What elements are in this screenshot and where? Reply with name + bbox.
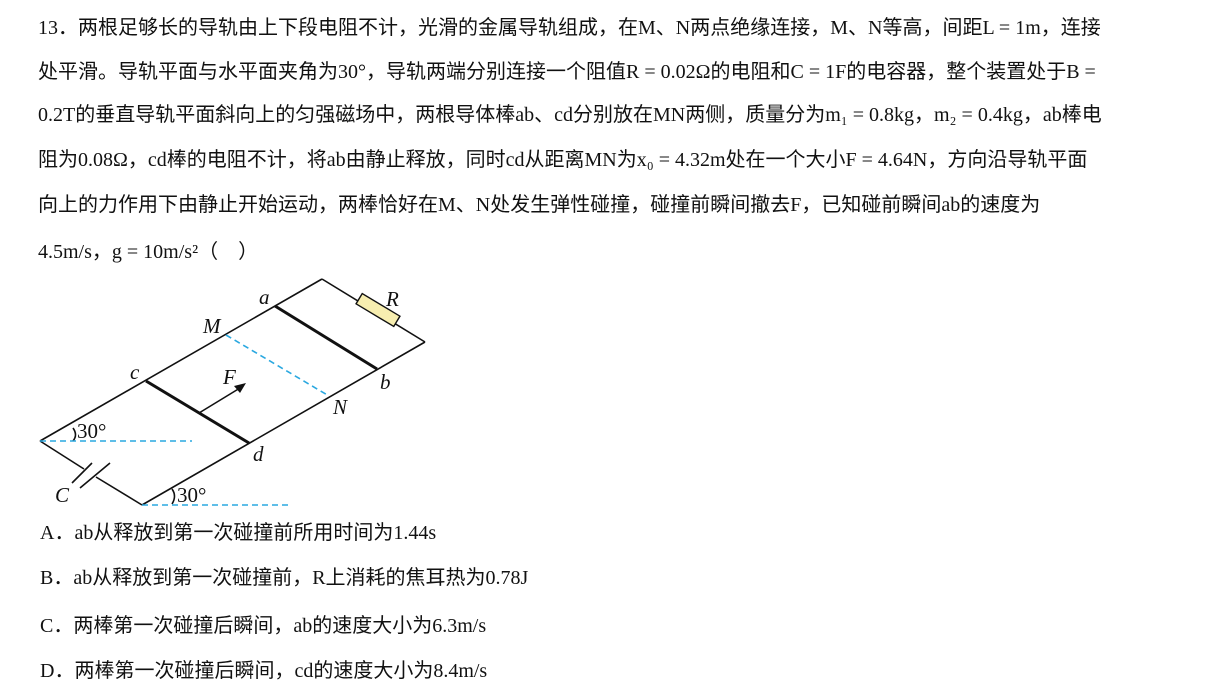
label-r: R xyxy=(385,287,399,311)
angle-label: 30° xyxy=(77,419,106,443)
angle-arc xyxy=(72,427,77,442)
question-line: 4.5m/s，g = 10m/s²（ ） xyxy=(38,241,259,263)
question-line: 阻为0.08Ω，cd棒的电阻不计，将ab由静止释放，同时cd从距离MN为x₀ =… xyxy=(38,149,1088,171)
question-line: 处平滑。导轨平面与水平面夹角为30°，导轨两端分别连接一个阻值R = 0.02Ω… xyxy=(38,61,1096,83)
label-n: N xyxy=(332,395,348,419)
option-c[interactable]: C．两棒第一次碰撞后瞬间，ab的速度大小为6.3m/s xyxy=(40,615,487,637)
resistor xyxy=(355,292,401,328)
upper-rail xyxy=(39,278,323,442)
angle-label: 30° xyxy=(177,483,206,507)
angle-arc xyxy=(171,488,176,505)
rod-cd xyxy=(145,379,250,445)
option-a[interactable]: A．ab从释放到第一次碰撞前所用时间为1.44s xyxy=(40,522,437,544)
arrow-head-icon xyxy=(234,383,246,393)
option-d[interactable]: D．两棒第一次碰撞后瞬间，cd的速度大小为8.4m/s xyxy=(40,660,488,682)
label-b: b xyxy=(380,370,391,394)
label-d: d xyxy=(253,442,264,466)
label-f: F xyxy=(222,365,236,389)
force-arrow xyxy=(198,387,241,414)
capacitor-plate xyxy=(71,462,93,484)
question-line: 13．两根足够长的导轨由上下段电阻不计，光滑的金属导轨组成，在M、N两点绝缘连接… xyxy=(38,17,1101,39)
question-line: 0.2T的垂直导轨平面斜向上的匀强磁场中，两根导体棒ab、cd分别放在MN两侧，… xyxy=(38,104,1102,126)
label-capacitor: C xyxy=(55,483,70,507)
question-line: 向上的力作用下由静止开始运动，两棒恰好在M、N处发生弹性碰撞，碰撞前瞬间撤去F，… xyxy=(38,194,1041,216)
rod-ab xyxy=(274,304,378,371)
option-b[interactable]: B．ab从释放到第一次碰撞前，R上消耗的焦耳热为0.78J xyxy=(40,567,529,589)
label-c: c xyxy=(130,360,140,384)
capacitor-plate xyxy=(79,462,111,489)
label-m: M xyxy=(202,314,222,338)
left-wire xyxy=(95,476,143,506)
circuit-diagram: a R M c F b N d C 30° 30° xyxy=(39,278,426,507)
lower-rail xyxy=(141,341,426,506)
left-wire xyxy=(39,440,85,470)
label-a: a xyxy=(259,285,270,309)
